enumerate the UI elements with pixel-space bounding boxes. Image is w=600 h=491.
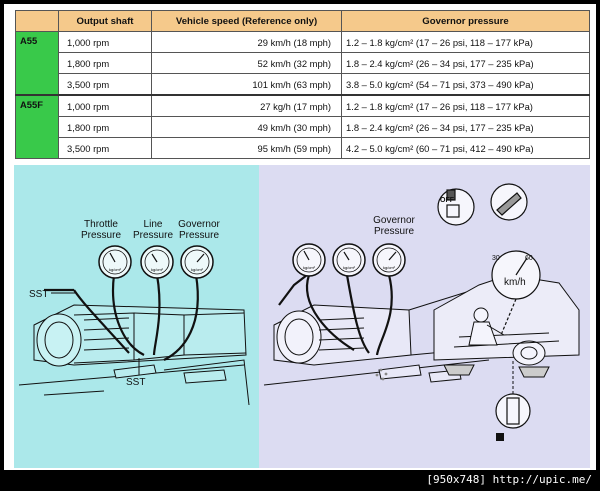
speed-cell: 101 km/h (63 mph) <box>151 73 342 96</box>
governor-pressure-label: Governor Pressure <box>178 219 220 241</box>
overdrive-off-switch-icon <box>437 188 475 226</box>
gauge-face-text: kg/cm² <box>151 267 164 272</box>
rpm-cell: 1,800 rpm <box>58 52 152 74</box>
speedometer-dial <box>491 250 541 336</box>
gauge-face-text: kg/cm² <box>383 265 396 270</box>
shift-selector-icon <box>495 393 531 429</box>
pressure-cell: 4.2 – 5.0 kg/cm² (60 – 71 psi, 412 – 490… <box>341 137 590 159</box>
speed-cell: 49 km/h (30 mph) <box>151 116 342 138</box>
sst-label-top: SST <box>29 289 49 300</box>
speed-cell: 27 kg/h (17 mph) <box>151 94 342 117</box>
pressure-cell: 1.8 – 2.4 kg/cm² (26 – 34 psi, 177 – 235… <box>341 52 590 74</box>
three-gauge-diagram: kg/cm² kg/cm² kg/cm² Throttle Pressure L… <box>14 165 259 468</box>
pressure-cell: 1.8 – 2.4 kg/cm² (26 – 34 psi, 177 – 235… <box>341 116 590 138</box>
speed-cell: 52 km/h (32 mph) <box>151 52 342 74</box>
pressure-cell: 3.8 – 5.0 kg/cm² (54 – 71 psi, 373 – 490… <box>341 73 590 96</box>
model-label-a55: A55 <box>15 31 59 96</box>
throttle-pressure-label: Throttle Pressure <box>80 219 121 241</box>
rpm-cell: 1,000 rpm <box>58 94 152 117</box>
speed-cell: 29 km/h (18 mph) <box>151 31 342 53</box>
table-row: 1,800 rpm 49 km/h (30 mph) 1.8 – 2.4 kg/… <box>16 116 590 138</box>
governor-pressure-table: Output shaft Vehicle speed (Reference on… <box>15 10 590 159</box>
speedo-unit-label: km/h <box>504 277 526 288</box>
pressure-cell: 1.2 – 1.8 kg/cm² (17 – 26 psi, 118 – 177… <box>341 94 590 117</box>
header-output-shaft: Output shaft <box>58 10 152 32</box>
watermark-text: [950x748] http://upic.me/ <box>426 473 592 486</box>
header-governor-pressure: Governor pressure <box>341 10 590 32</box>
table-corner-cell <box>15 10 59 32</box>
rpm-cell: 3,500 rpm <box>58 73 152 96</box>
transmission-illustration: kg/cm² kg/cm² kg/cm² <box>18 245 250 406</box>
sst-label-bottom: SST <box>126 377 146 388</box>
watermark-bar: [950x748] http://upic.me/ <box>0 470 600 491</box>
governor-pressure-label: Governor Pressure <box>373 215 415 237</box>
table-row: 3,500 rpm 95 km/h (59 mph) 4.2 – 5.0 kg/… <box>16 137 590 159</box>
table-row: A55F 1,000 rpm 27 kg/h (17 mph) 1.2 – 1.… <box>15 94 590 159</box>
rpm-cell: 1,800 rpm <box>58 116 152 138</box>
speed-cell: 95 km/h (59 mph) <box>151 137 342 159</box>
speedo-tick-60: 60 <box>525 255 533 262</box>
rpm-cell: 1,000 rpm <box>58 31 152 53</box>
header-vehicle-speed: Vehicle speed (Reference only) <box>151 10 342 32</box>
road-test-diagram: kg/cm² kg/cm² kg/cm² <box>259 165 590 468</box>
pressure-cell: 1.2 – 1.8 kg/cm² (17 – 26 psi, 118 – 177… <box>341 31 590 53</box>
rpm-cell: 3,500 rpm <box>58 137 152 159</box>
road-test-illustration: kg/cm² kg/cm² kg/cm² <box>263 183 580 441</box>
gauge-face-text: kg/cm² <box>109 267 122 272</box>
gauge-face-text: kg/cm² <box>191 267 204 272</box>
off-label: OFF <box>440 197 454 204</box>
accelerator-pedal-icon <box>490 183 528 221</box>
gauge-face-text: kg/cm² <box>303 265 316 270</box>
gauge-face-text: kg/cm² <box>343 265 356 270</box>
speedo-tick-30: 30 <box>492 255 500 262</box>
model-label-a55f: A55F <box>15 94 59 159</box>
table-row: 1,800 rpm 52 km/h (32 mph) 1.8 – 2.4 kg/… <box>16 52 590 74</box>
line-pressure-label: Line Pressure <box>132 219 173 241</box>
table-row: 3,500 rpm 101 km/h (63 mph) 3.8 – 5.0 kg… <box>16 73 590 96</box>
table-row: A55 1,000 rpm 29 km/h (18 mph) 1.2 – 1.8… <box>15 31 590 96</box>
